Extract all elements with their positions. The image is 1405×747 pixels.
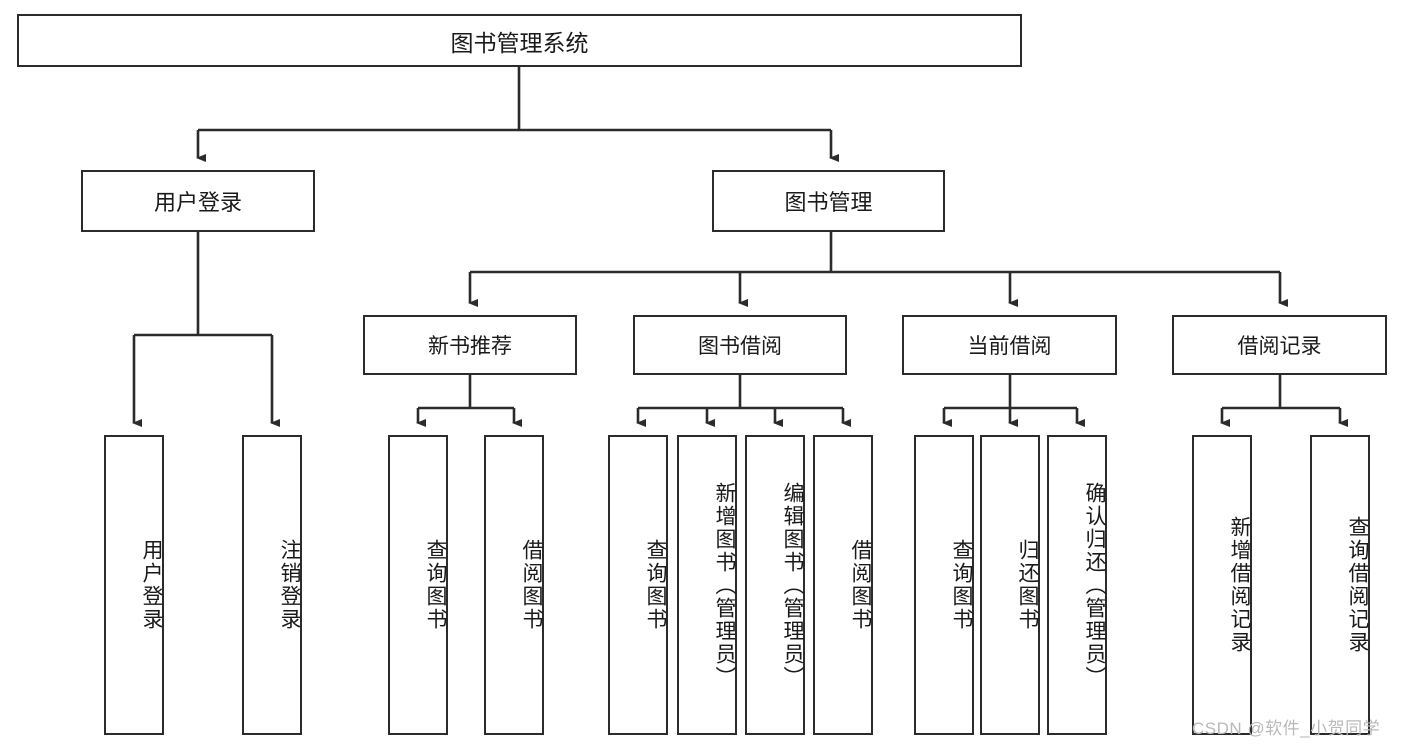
leaf-current-borrow-query-book[interactable]: 查询图书: [914, 435, 974, 735]
node-new-book-recommend[interactable]: 新书推荐: [363, 315, 577, 375]
node-user-login[interactable]: 用户登录: [81, 170, 315, 232]
leaf-new-book-borrow-book[interactable]: 借阅图书: [484, 435, 544, 735]
leaf-user-login-logout[interactable]: 注销登录: [242, 435, 302, 735]
node-root-book-management-system[interactable]: 图书管理系统: [17, 14, 1022, 67]
leaf-book-borrow-edit-book-admin[interactable]: 编辑图书（管理员）: [745, 435, 805, 735]
node-label: 借阅图书: [849, 539, 872, 631]
csdn-watermark: CSDN @软件_小贺同学: [1192, 719, 1381, 738]
node-label: 新书推荐: [428, 335, 512, 358]
leaf-book-borrow-add-book-admin[interactable]: 新增图书（管理员）: [677, 435, 737, 735]
node-label: 注销登录: [278, 539, 301, 631]
node-label: 用户登录: [140, 539, 163, 631]
node-label: 新增图书（管理员）: [713, 481, 736, 689]
node-label: 图书借阅: [698, 335, 782, 358]
node-label: 用户登录: [153, 190, 242, 215]
node-label: 图书管理系统: [450, 29, 589, 56]
leaf-borrow-record-add-record[interactable]: 新增借阅记录: [1192, 435, 1252, 735]
leaf-user-login-login[interactable]: 用户登录: [104, 435, 164, 735]
node-label: 当前借阅: [967, 335, 1052, 358]
node-label: 图书管理: [784, 190, 873, 215]
node-label: 查询图书: [950, 539, 973, 631]
node-label: 借阅图书: [520, 539, 543, 631]
node-book-management[interactable]: 图书管理: [712, 170, 945, 232]
leaf-current-borrow-confirm-return-admin[interactable]: 确认归还（管理员）: [1047, 435, 1107, 735]
node-borrow-record[interactable]: 借阅记录: [1172, 315, 1387, 375]
node-book-borrow[interactable]: 图书借阅: [633, 315, 847, 375]
leaf-book-borrow-query-book[interactable]: 查询图书: [608, 435, 668, 735]
leaf-book-borrow-borrow-book[interactable]: 借阅图书: [813, 435, 873, 735]
node-label: 借阅记录: [1237, 335, 1322, 358]
node-label: 查询借阅记录: [1346, 516, 1369, 654]
leaf-current-borrow-return-book[interactable]: 归还图书: [980, 435, 1040, 735]
node-label: 查询图书: [424, 539, 447, 631]
node-label: 新增借阅记录: [1228, 516, 1251, 654]
node-label: 编辑图书（管理员）: [781, 481, 804, 689]
node-label: 归还图书: [1016, 539, 1039, 631]
node-label: 确认归还（管理员）: [1083, 481, 1106, 689]
node-label: 查询图书: [644, 539, 667, 631]
node-current-borrow[interactable]: 当前借阅: [902, 315, 1117, 375]
leaf-new-book-query-book[interactable]: 查询图书: [388, 435, 448, 735]
leaf-borrow-record-query-record[interactable]: 查询借阅记录: [1310, 435, 1370, 735]
